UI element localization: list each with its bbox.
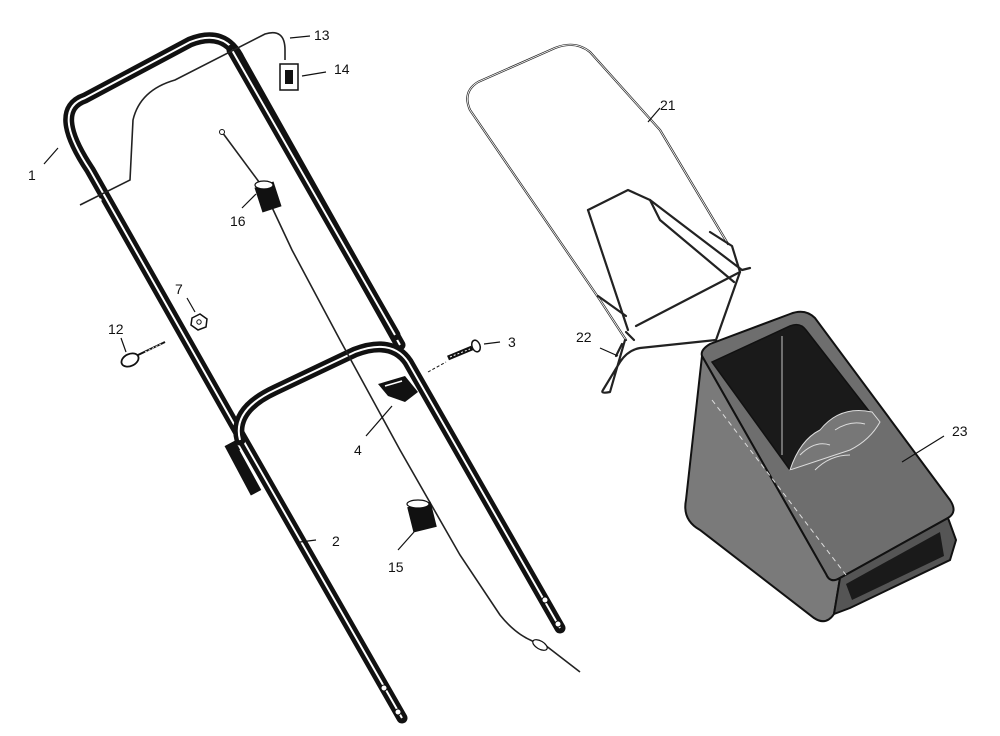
callout-21: 21: [660, 97, 676, 113]
callout-labels: 1 2 3 4 7 12 13 14 15 16 21 22 23: [28, 27, 968, 575]
bolt-part-3: [427, 339, 482, 373]
sleeve-part-16: [254, 180, 282, 213]
nut-part-7: [190, 313, 208, 331]
callout-15: 15: [388, 559, 404, 575]
callout-3: 3: [508, 334, 516, 350]
lower-handle-part-2: [226, 44, 566, 634]
callout-7: 7: [175, 281, 183, 297]
callout-2: 2: [332, 533, 340, 549]
grass-bag-part-23: [684, 310, 958, 623]
callout-13: 13: [314, 27, 330, 43]
callout-23: 23: [952, 423, 968, 439]
callout-22: 22: [576, 329, 592, 345]
callout-1: 1: [28, 167, 36, 183]
leader-lines: [43, 35, 945, 551]
eye-bolt-part-12: [120, 341, 166, 368]
cable-clip-part-14: [279, 63, 299, 91]
control-cable-part-13: [79, 31, 581, 673]
callout-14: 14: [334, 61, 350, 77]
callout-16: 16: [230, 213, 246, 229]
callout-4: 4: [354, 442, 362, 458]
upper-handle-part-1: [63, 32, 408, 724]
bushing-part-15: [406, 499, 437, 533]
handle-knob-part-4: [378, 376, 418, 402]
bag-frame-part-22: [601, 270, 742, 394]
callout-12: 12: [108, 321, 124, 337]
bag-frame-part-21: [466, 43, 752, 342]
